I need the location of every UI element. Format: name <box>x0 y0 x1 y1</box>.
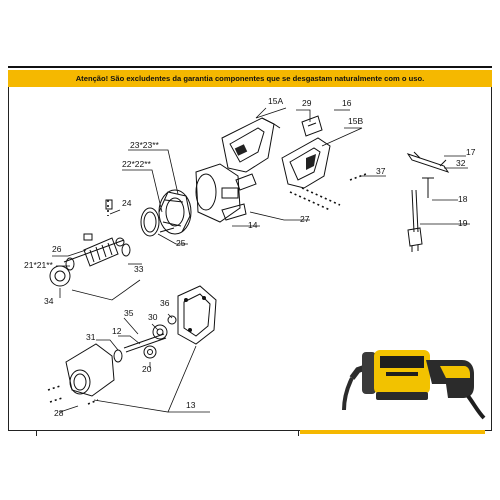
accent-strip <box>300 430 485 434</box>
gear-36 <box>167 315 177 325</box>
callout-34: 34 <box>44 296 54 306</box>
callout-19: 19 <box>458 218 468 228</box>
screw-18 <box>422 177 434 198</box>
frame-tick <box>36 430 37 436</box>
pin <box>159 227 175 233</box>
brush-24 <box>105 199 113 210</box>
brush-26 <box>83 233 93 241</box>
shaft-35 <box>123 333 167 353</box>
callout-16: 16 <box>342 98 352 108</box>
handle-half-15a <box>221 117 281 173</box>
callout-17: 17 <box>466 147 476 157</box>
callout-27: 27 <box>300 214 310 224</box>
callout-32: 32 <box>456 158 466 168</box>
bearing-20 <box>143 345 157 359</box>
callout-28: 28 <box>54 408 64 418</box>
stator-23 <box>158 189 192 235</box>
callout-12: 12 <box>112 326 122 336</box>
callout-26: 26 <box>52 244 62 254</box>
callout-18: 18 <box>458 194 468 204</box>
motor-housing-14 <box>195 163 247 223</box>
power-cord-19 <box>407 189 423 252</box>
callout-15b: 15B <box>348 116 363 126</box>
callout-23: 23*23** <box>130 140 160 150</box>
callout-33: 33 <box>134 264 144 274</box>
callout-36: 36 <box>160 298 170 308</box>
callout-24: 24 <box>122 198 132 208</box>
callout-15a: 15A <box>268 96 283 106</box>
handle-half-15b <box>281 137 331 189</box>
bearing-12 <box>113 349 123 363</box>
callout-25: 25 <box>176 238 186 248</box>
bearing-34 <box>49 265 71 287</box>
screws-28 <box>47 385 61 391</box>
top-rule <box>8 66 492 68</box>
front-housing-31 <box>65 343 115 397</box>
callout-21: 21*21** <box>24 260 54 270</box>
bottom-rule <box>8 430 492 431</box>
product-photo <box>342 350 486 420</box>
switch-16 <box>301 115 323 137</box>
callout-30: 30 <box>148 312 158 322</box>
bearing-33 <box>121 243 131 257</box>
callout-31: 31 <box>86 332 96 342</box>
rotor-21 <box>63 237 125 271</box>
callout-14: 14 <box>248 220 258 230</box>
ring-25 <box>140 207 160 237</box>
cable-clamp-17 <box>406 151 450 173</box>
callout-20: 20 <box>142 364 152 374</box>
callout-29: 29 <box>302 98 312 108</box>
callout-37: 37 <box>376 166 386 176</box>
brush-holder-27 <box>235 173 257 191</box>
warranty-notice-banner: Atenção! São excludentes da garantia com… <box>8 70 492 87</box>
frame-tick <box>298 430 299 436</box>
warranty-notice-text: Atenção! São excludentes da garantia com… <box>75 74 425 83</box>
callout-35: 35 <box>124 308 134 318</box>
callout-22: 22*22** <box>122 159 152 169</box>
gear-housing-13 <box>177 285 217 345</box>
callout-13: 13 <box>186 400 196 410</box>
